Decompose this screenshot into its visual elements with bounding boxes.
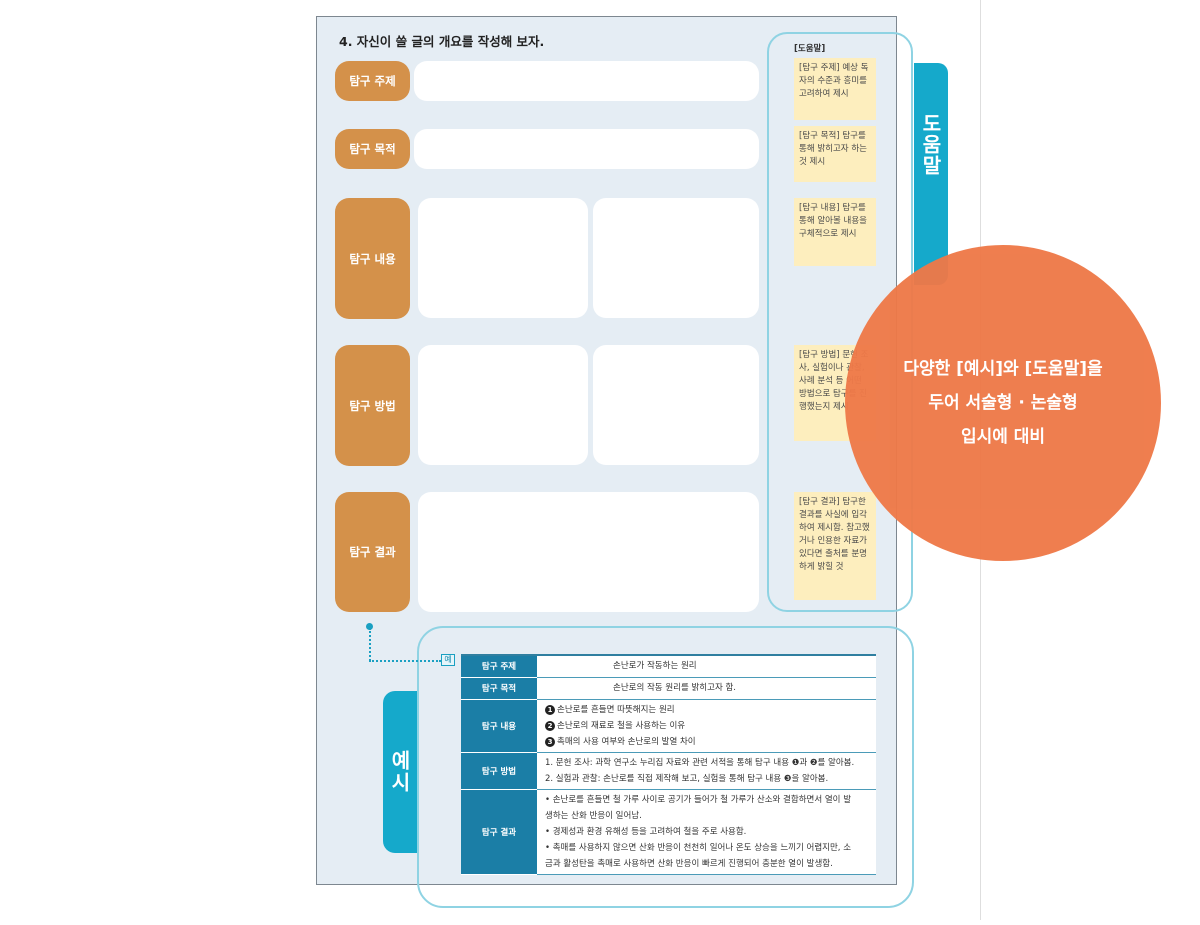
help-note-topic: [탐구 주제] 예상 독자의 수준과 흥미를 고려하여 제시 (794, 58, 876, 120)
row-label-method: 탐구 방법 (335, 345, 410, 466)
table-row: 탐구 결과 • 손난로를 흔들면 철 가루 사이로 공기가 들어가 철 가루가 … (461, 789, 876, 875)
example-label-content: 탐구 내용 (461, 699, 537, 753)
example-value-topic: 손난로가 작동하는 원리 (537, 654, 876, 678)
callout-line-2: 두어 서술형 · 논술형 (928, 393, 1078, 413)
answer-box-method-right[interactable] (593, 345, 759, 465)
row-label-content: 탐구 내용 (335, 198, 410, 319)
help-heading: [도움말] (794, 44, 826, 54)
example-label-purpose: 탐구 목적 (461, 677, 537, 700)
example-table: 탐구 주제 손난로가 작동하는 원리 탐구 목적 손난로의 작동 원리를 밝히고… (461, 654, 876, 875)
help-note-result: [탐구 결과] 탐구한 결과를 사실에 입각하여 제시함. 참고했거나 인용한 … (794, 492, 876, 600)
help-note-purpose: [탐구 목적] 탐구를 통해 밝히고자 하는 것 제시 (794, 126, 876, 182)
row-label-result: 탐구 결과 (335, 492, 410, 612)
list-item: • 촉매를 사용하지 않으면 산화 반응이 천천히 일어나 온도 상승을 느끼기… (545, 842, 852, 853)
list-item: 2. 실험과 관찰: 손난로를 직접 제작해 보고, 실험을 통해 탐구 내용 … (545, 773, 829, 784)
answer-box-topic[interactable] (414, 61, 759, 101)
list-item: 1. 문헌 조사: 과학 연구소 누리집 자료와 관련 서적을 통해 탐구 내용… (545, 757, 855, 768)
list-item: • 손난로를 흔들면 철 가루 사이로 공기가 들어가 철 가루가 산소와 결합… (545, 794, 852, 805)
list-item: • 경제성과 환경 유해성 등을 고려하여 철을 주로 사용함. (545, 826, 747, 837)
help-note-content: [탐구 내용] 탐구를 통해 알아볼 내용을 구체적으로 제시 (794, 198, 876, 266)
list-item: 금과 활성탄을 촉매로 사용하면 산화 반응이 빠르게 진행되어 충분한 열이 … (545, 858, 833, 869)
callout-line-3: 입시에 대비 (960, 427, 1046, 447)
example-value-result: • 손난로를 흔들면 철 가루 사이로 공기가 들어가 철 가루가 산소와 결합… (537, 789, 876, 875)
answer-box-method-left[interactable] (418, 345, 588, 465)
answer-box-content-right[interactable] (593, 198, 759, 318)
table-row: 탐구 목적 손난로의 작동 원리를 밝히고자 함. (461, 677, 876, 700)
connector-line-horizontal (369, 660, 441, 662)
row-label-purpose: 탐구 목적 (335, 129, 410, 169)
connector-line-vertical (369, 628, 371, 661)
help-side-tab: 도움말 (914, 63, 948, 285)
list-item: 생하는 산화 반응이 일어남. (545, 810, 642, 821)
row-label-topic: 탐구 주제 (335, 61, 410, 101)
example-side-tab: 예시 (383, 691, 417, 853)
example-highlight-frame (417, 626, 914, 908)
answer-box-content-left[interactable] (418, 198, 588, 318)
callout-line-1: 다양한 [예시]와 [도움말]을 (903, 359, 1103, 379)
example-badge: 예 (441, 654, 455, 666)
worksheet-title: 4. 자신이 쓸 글의 개요를 작성해 보자. (339, 34, 545, 49)
example-label-result: 탐구 결과 (461, 789, 537, 875)
answer-box-purpose[interactable] (414, 129, 759, 169)
connector-dot (366, 623, 373, 630)
example-value-method: 1. 문헌 조사: 과학 연구소 누리집 자료와 관련 서적을 통해 탐구 내용… (537, 752, 876, 790)
answer-box-result[interactable] (418, 492, 759, 612)
feature-callout-circle: 다양한 [예시]와 [도움말]을 두어 서술형 · 논술형 입시에 대비 (845, 245, 1161, 561)
example-value-purpose: 손난로의 작동 원리를 밝히고자 함. (537, 677, 876, 700)
table-row: 탐구 주제 손난로가 작동하는 원리 (461, 654, 876, 678)
example-label-method: 탐구 방법 (461, 752, 537, 790)
example-label-topic: 탐구 주제 (461, 654, 537, 678)
table-row: 탐구 방법 1. 문헌 조사: 과학 연구소 누리집 자료와 관련 서적을 통해… (461, 752, 876, 790)
